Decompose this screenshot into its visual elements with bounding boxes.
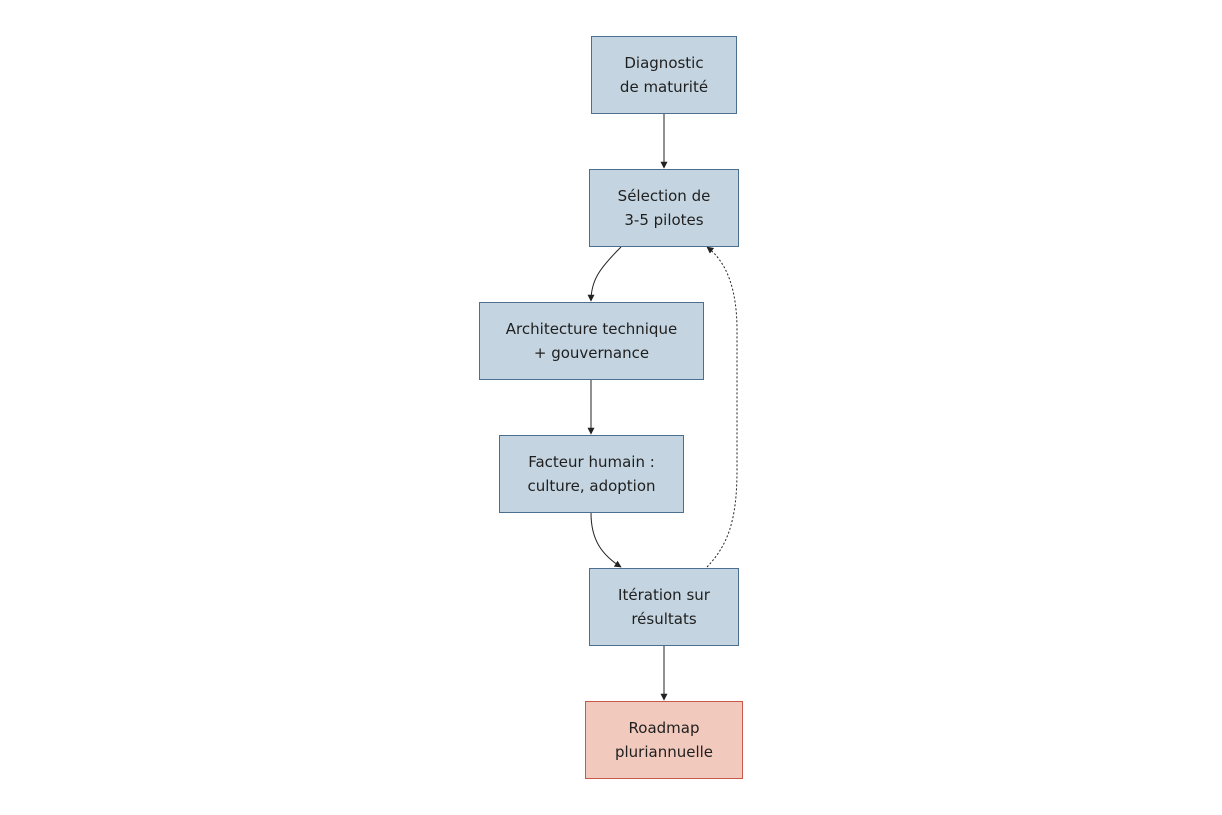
node-architecture-line-2: + gouvernance [533, 344, 650, 362]
node-iteration-line-1: Itération sur [618, 586, 710, 604]
node-facteur: Facteur humain : culture, adoption [499, 435, 684, 513]
node-selection-line-1: Sélection de [617, 187, 711, 205]
node-diagnostic-line-1: Diagnostic [624, 54, 704, 72]
node-roadmap-line-1: Roadmap [628, 719, 700, 737]
edge-selection-to-architecture [587, 246, 622, 302]
node-iteration: Itération sur résultats [589, 568, 739, 646]
edge-facteur-to-iteration [590, 512, 622, 568]
node-roadmap: Roadmap pluriannuelle [585, 701, 743, 779]
node-facteur-line-2: culture, adoption [527, 477, 656, 495]
edge-iteration-to-selection-feedback [706, 246, 738, 568]
node-architecture: Architecture technique + gouvernance [479, 302, 704, 380]
node-selection: Sélection de 3-5 pilotes [589, 169, 739, 247]
node-diagnostic-line-2: de maturité [619, 78, 709, 96]
node-facteur-line-1: Facteur humain : [528, 453, 655, 471]
node-roadmap-line-2: pluriannuelle [614, 743, 714, 761]
node-selection-line-2: 3-5 pilotes [624, 211, 704, 229]
node-iteration-line-2: résultats [631, 610, 697, 628]
node-architecture-line-1: Architecture technique [505, 320, 678, 338]
node-diagnostic: Diagnostic de maturité [591, 36, 737, 114]
